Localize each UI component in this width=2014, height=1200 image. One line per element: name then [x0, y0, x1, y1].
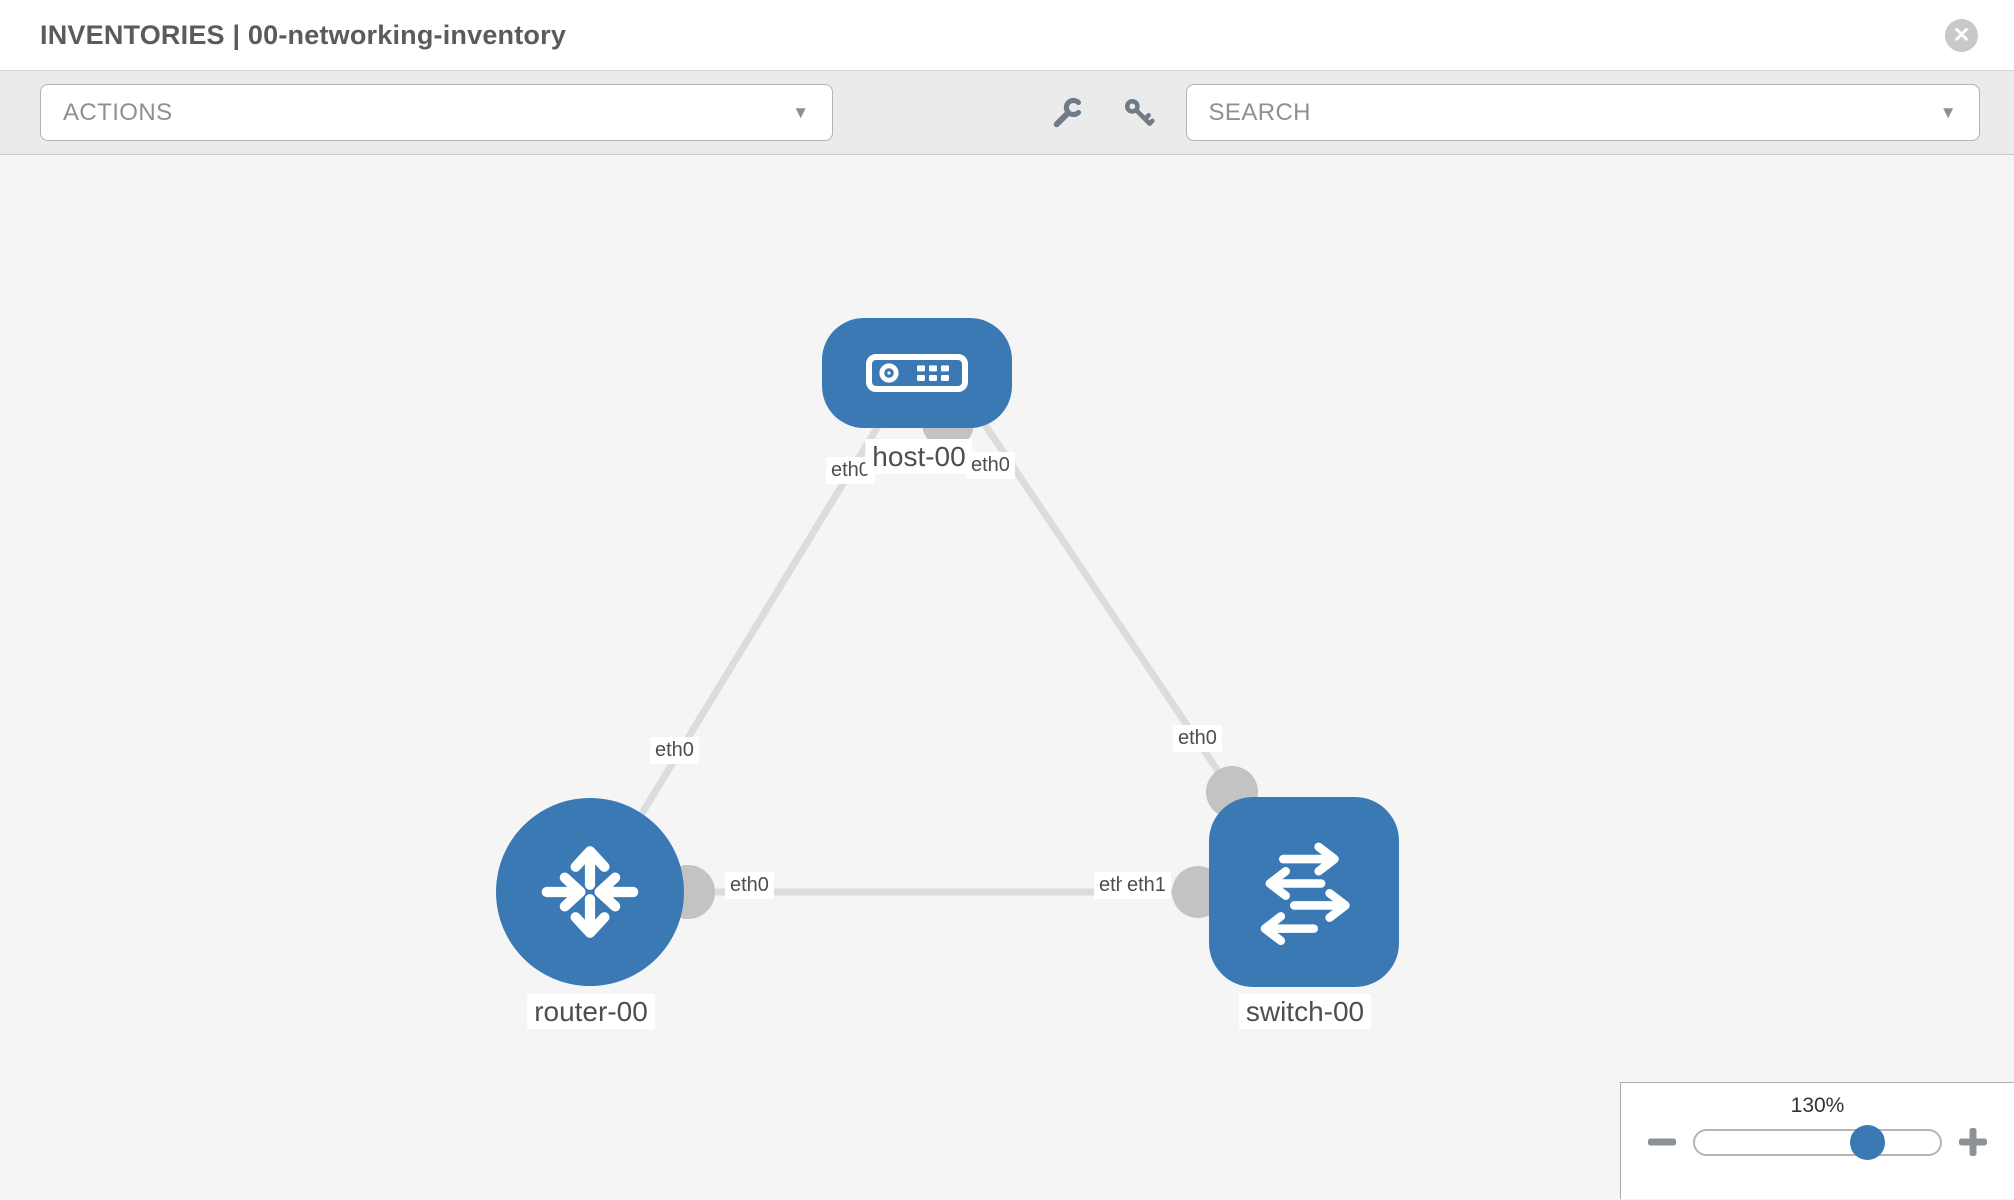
- router-icon: [541, 846, 639, 938]
- node-switch-00[interactable]: [1209, 797, 1399, 987]
- host-icon: [866, 354, 968, 392]
- minus-icon: [1648, 1138, 1676, 1146]
- credentials-button[interactable]: [1122, 96, 1156, 130]
- topology-canvas[interactable]: eth0 host-00 eth0 eth0 eth0 eth0 eth0 et…: [0, 155, 2014, 1199]
- wrench-icon: [1053, 97, 1081, 127]
- search-dropdown[interactable]: SEARCH ▼: [1185, 84, 1980, 141]
- plus-icon: [1959, 1128, 1987, 1156]
- toolbar: ACTIONS ▼ SEARCH ▼: [0, 70, 2014, 155]
- topology-links-layer: [591, 397, 1258, 919]
- page-title: INVENTORIES | 00-networking-inventory: [40, 19, 567, 50]
- actions-dropdown[interactable]: ACTIONS ▼: [40, 84, 833, 141]
- close-button[interactable]: ✕: [1945, 18, 1978, 52]
- switch-icon: [1260, 842, 1350, 946]
- node-label-switch: switch-00: [1238, 994, 1372, 1029]
- interface-label: eth0: [1173, 725, 1222, 752]
- chevron-down-icon: ▼: [1939, 102, 1957, 122]
- zoom-slider-thumb[interactable]: [1850, 1124, 1885, 1160]
- chevron-down-icon: ▼: [792, 102, 810, 122]
- node-label-router: router-00: [527, 994, 655, 1029]
- node-router-00[interactable]: [496, 798, 684, 986]
- zoom-in-button[interactable]: [1958, 1127, 1988, 1157]
- interface-label: eth0: [650, 737, 699, 764]
- zoom-control-panel: 130%: [1620, 1082, 2014, 1199]
- zoom-out-button[interactable]: [1647, 1127, 1677, 1157]
- actions-dropdown-label: ACTIONS: [63, 98, 173, 126]
- interface-label: eth1: [1122, 872, 1171, 899]
- configure-button[interactable]: [1051, 96, 1085, 130]
- zoom-slider-track[interactable]: [1693, 1124, 1942, 1160]
- node-host-00[interactable]: [822, 318, 1012, 428]
- close-icon: ✕: [1952, 23, 1971, 47]
- zoom-level-value: 130%: [1790, 1094, 1845, 1117]
- key-icon: [1124, 98, 1155, 126]
- interface-label: eth0: [725, 872, 774, 899]
- search-dropdown-label: SEARCH: [1208, 98, 1311, 126]
- header: INVENTORIES | 00-networking-inventory ✕: [0, 0, 2014, 70]
- interface-label: eth0: [966, 452, 1015, 479]
- node-label-host: host-00: [865, 439, 973, 474]
